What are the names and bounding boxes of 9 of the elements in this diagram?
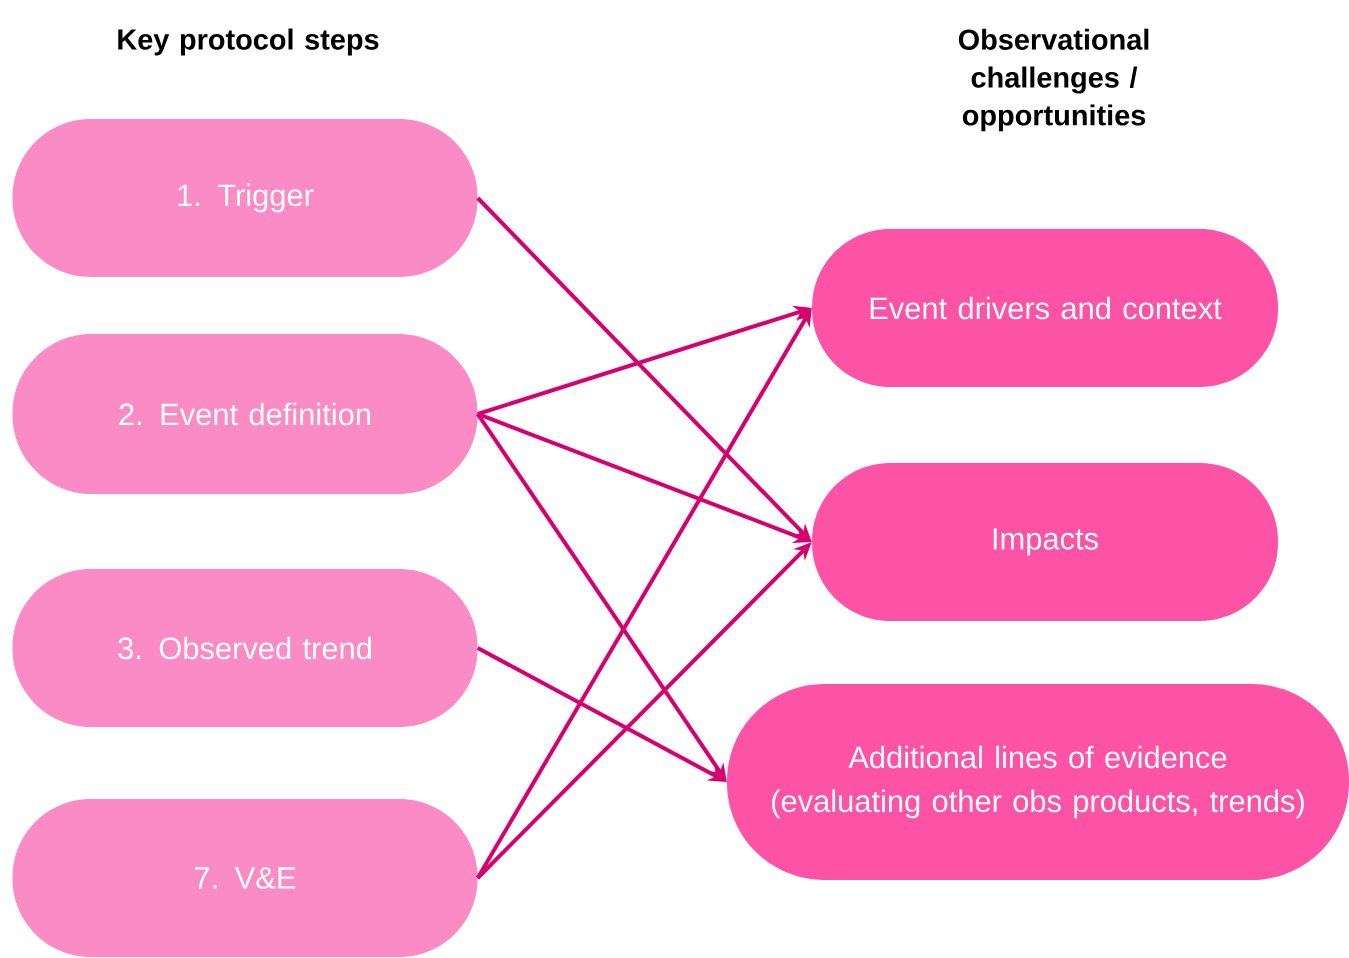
rounded-box: 1. Trigger: [12, 119, 478, 277]
rounded-box: 3. Observed trend: [12, 569, 478, 727]
heading: Observational challenges / opportunities: [958, 28, 1149, 132]
rounded-box: Event drivers and context: [812, 229, 1278, 387]
rounded-box: Additional lines of evidence (evaluating other obs products, trends): [727, 684, 1349, 880]
rounded-box: 7. V&E: [12, 799, 478, 957]
heading: Key protocol steps: [118, 28, 379, 56]
rounded-box: Impacts: [812, 463, 1278, 621]
rounded-box: 2. Event definition: [12, 334, 478, 494]
